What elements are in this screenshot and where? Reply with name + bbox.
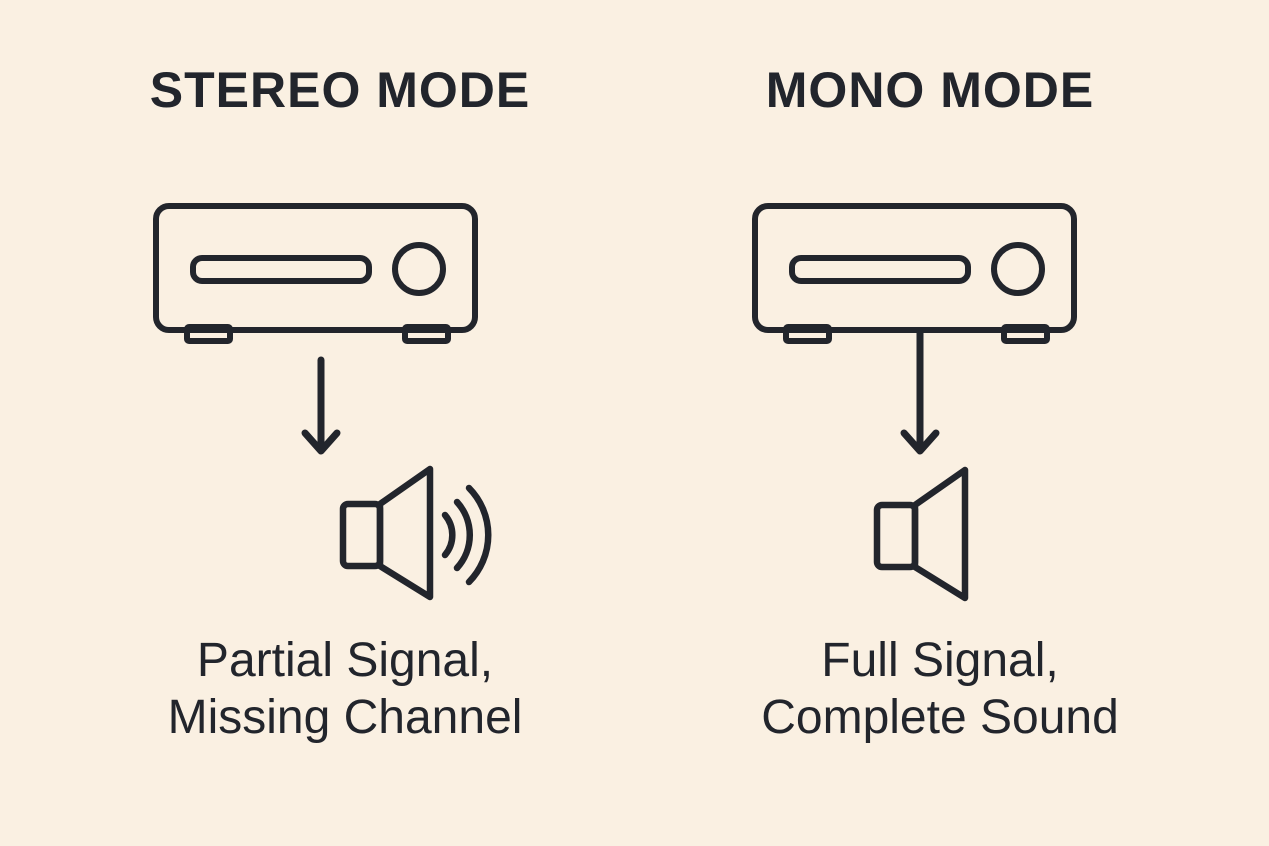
stereo-caption-line2: Missing Channel bbox=[167, 691, 523, 744]
speaker-driver bbox=[339, 500, 384, 570]
sound-wave-inner bbox=[441, 511, 456, 559]
stereo-mode-title: STEREO MODE bbox=[149, 62, 531, 118]
receiver-foot-right bbox=[1001, 324, 1050, 344]
receiver-foot-left bbox=[184, 324, 233, 344]
stereo-caption-line1: Partial Signal, bbox=[196, 634, 494, 687]
down-arrow-icon bbox=[900, 328, 940, 455]
stereo-caption: Partial Signal, Missing Channel bbox=[105, 632, 585, 746]
down-arrow-icon bbox=[301, 356, 341, 455]
speaker-with-waves-icon bbox=[339, 465, 492, 601]
mono-caption: Full Signal, Complete Sound bbox=[700, 632, 1180, 746]
speaker-cone bbox=[376, 465, 434, 601]
receiver-knob bbox=[991, 242, 1045, 296]
receiver-icon bbox=[153, 203, 478, 344]
receiver-body bbox=[153, 203, 478, 333]
speaker-icon bbox=[873, 466, 969, 602]
mono-caption-line1: Full Signal, bbox=[821, 634, 1059, 687]
receiver-body bbox=[752, 203, 1077, 333]
mono-mode-title: MONO MODE bbox=[765, 62, 1095, 118]
receiver-foot-right bbox=[402, 324, 451, 344]
speaker-driver bbox=[873, 501, 919, 571]
sound-wave-outer bbox=[465, 484, 492, 586]
speaker-cone bbox=[911, 466, 969, 602]
mono-caption-line2: Complete Sound bbox=[761, 691, 1119, 744]
receiver-knob bbox=[392, 242, 446, 296]
sound-wave-middle bbox=[453, 498, 473, 572]
receiver-foot-left bbox=[783, 324, 832, 344]
receiver-display-slot bbox=[190, 255, 372, 284]
receiver-icon bbox=[752, 203, 1077, 344]
receiver-display-slot bbox=[789, 255, 971, 284]
